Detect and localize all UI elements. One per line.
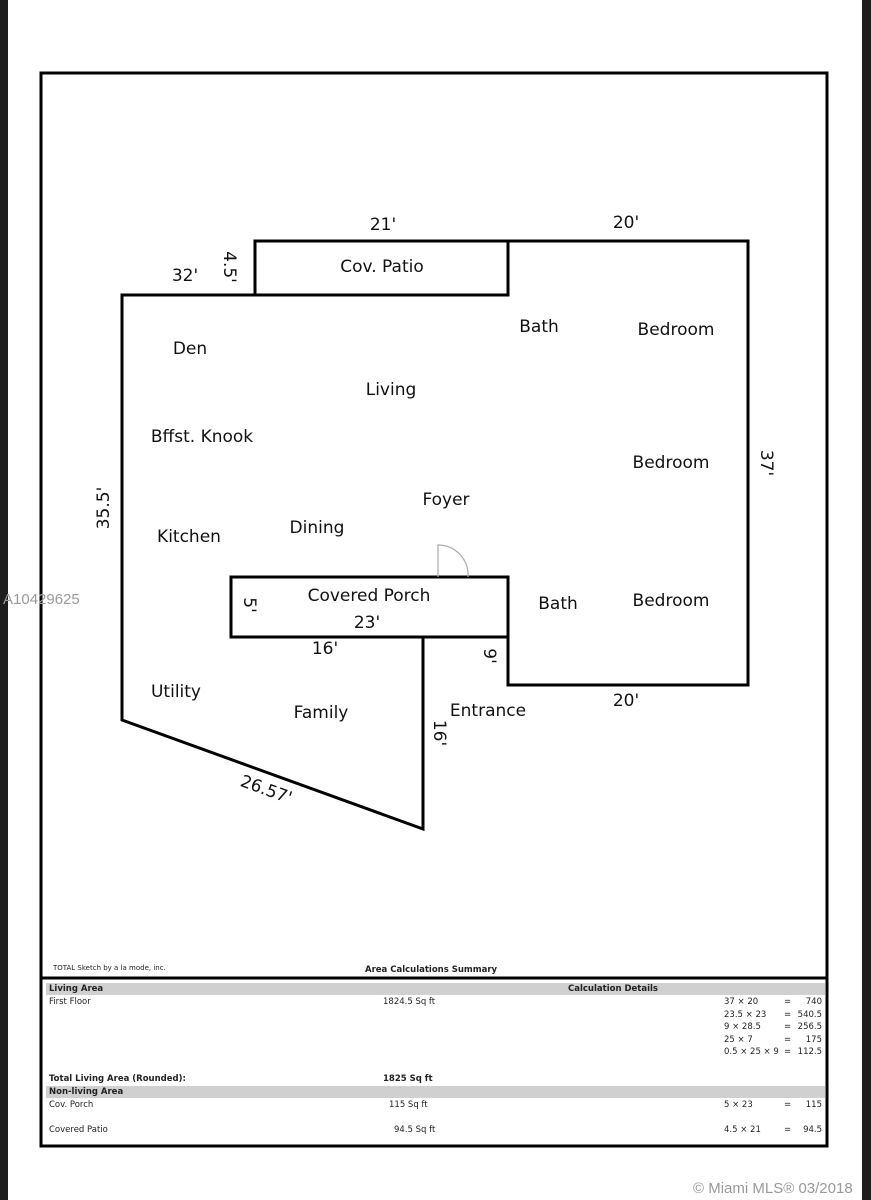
room-bath: Bath	[519, 317, 559, 337]
room-den: Den	[172, 339, 208, 359]
calc-eq: =	[784, 1035, 792, 1045]
room-bedroom: Bedroom	[637, 320, 715, 340]
covered-porch-outline	[229, 575, 510, 639]
total-living-label: Total Living Area (Rounded):	[49, 1074, 186, 1084]
software-credit: TOTAL Sketch by a la mode, inc.	[53, 964, 166, 972]
calc-details-header: Calculation Details	[568, 984, 658, 994]
calc-expr: 0.5 × 25 × 9	[724, 1047, 779, 1057]
calc-expr: 4.5 × 21	[724, 1125, 761, 1135]
door-swing-icon	[437, 544, 469, 578]
calc-value: 112.5	[797, 1047, 822, 1057]
room-bedroom: Bedroom	[632, 591, 710, 611]
dim-right-top: 20'	[612, 213, 640, 233]
nonliving-header: Non-living Area	[49, 1087, 124, 1097]
first-floor-label: First Floor	[49, 997, 91, 1007]
living-area-header: Living Area	[49, 984, 104, 994]
copyright-watermark: © Miami MLS® 03/2018	[693, 1180, 853, 1197]
room-kitchen: Kitchen	[157, 527, 221, 547]
dim-right-side: 37'	[756, 449, 776, 477]
nonliving-area: 94.5 Sq ft	[394, 1125, 436, 1135]
calc-value: 175	[805, 1035, 822, 1045]
dim-step: 9'	[479, 648, 499, 664]
house-outline	[120, 293, 425, 832]
calc-eq: =	[784, 1125, 792, 1135]
total-living-area: 1825 Sq ft	[383, 1074, 433, 1084]
calc-expr: 23.5 × 23	[724, 1010, 767, 1020]
calc-eq: =	[784, 1022, 792, 1032]
dim-patio-top: 21'	[369, 215, 397, 235]
right-edge-strip	[862, 0, 871, 1200]
room-cov-patio: Cov. Patio	[340, 257, 424, 277]
dim-entrance-side: 16'	[429, 719, 449, 747]
nonliving-label: Covered Patio	[49, 1125, 108, 1135]
calc-eq: =	[784, 997, 792, 1007]
room-entrance: Entrance	[449, 701, 527, 721]
calc-value: 256.5	[797, 1022, 822, 1032]
calc-eq: =	[784, 1100, 792, 1110]
room-bedroom: Bedroom	[632, 453, 710, 473]
bedroom-wing-outline	[506, 239, 750, 687]
calc-value: 740	[805, 997, 822, 1007]
summary-title: Area Calculations Summary	[365, 965, 498, 975]
page-border	[39, 71, 829, 1148]
calc-expr: 5 × 23	[724, 1100, 753, 1110]
calc-eq: =	[784, 1010, 792, 1020]
calc-eq: =	[784, 1047, 792, 1057]
calc-expr: 9 × 28.5	[724, 1022, 761, 1032]
dim-left-side: 35.5'	[94, 486, 114, 530]
dim-left-top: 32'	[171, 266, 199, 286]
left-edge-strip	[0, 0, 8, 1200]
calc-value: 94.5	[803, 1125, 822, 1135]
covered-patio-outline	[253, 239, 510, 297]
room-dining: Dining	[289, 518, 345, 538]
room-breakfast-nook: Bffst. Knook	[150, 427, 254, 447]
calc-expr: 25 × 7	[724, 1035, 753, 1045]
nonliving-area: 115 Sq ft	[389, 1100, 428, 1110]
listing-id-watermark: A10429625	[3, 591, 80, 608]
nonliving-header-bar	[46, 1086, 825, 1098]
dim-right-bottom: 20'	[612, 691, 640, 711]
dim-porch-side: 5'	[239, 597, 259, 613]
calc-value: 115	[805, 1100, 822, 1110]
living-area-header-bar	[46, 983, 825, 995]
room-covered-porch: Covered Porch	[307, 586, 431, 606]
nonliving-label: Cov. Porch	[49, 1100, 94, 1110]
dim-porch-bottom: 16'	[311, 639, 339, 659]
room-family: Family	[293, 703, 349, 723]
room-bath: Bath	[538, 594, 578, 614]
calc-expr: 37 × 20	[724, 997, 759, 1007]
first-floor-area: 1824.5 Sq ft	[383, 997, 436, 1007]
dim-porch-length: 23'	[353, 613, 381, 633]
room-foyer: Foyer	[422, 490, 470, 510]
room-living: Living	[365, 380, 417, 400]
calc-value: 540.5	[797, 1010, 822, 1020]
room-utility: Utility	[150, 682, 202, 702]
dim-patio-side: 4.5'	[219, 251, 239, 283]
